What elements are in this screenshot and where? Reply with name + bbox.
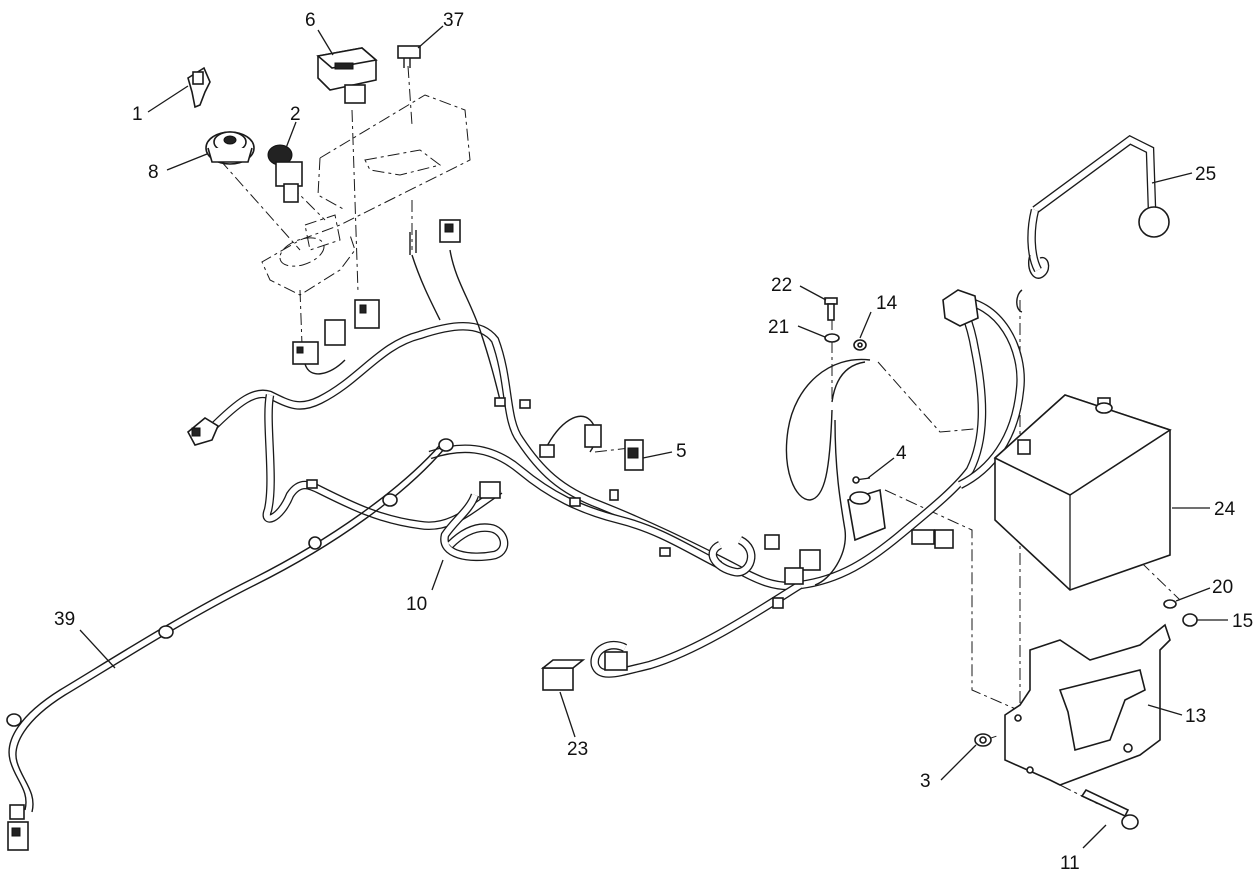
part-21-washer (824, 333, 840, 343)
part-4-screw (852, 476, 871, 484)
solenoid (847, 488, 886, 542)
callout-3: 3 (920, 771, 931, 792)
callout-1: 1 (132, 104, 143, 125)
harness-main-trunk (206, 291, 987, 591)
callout-22: 22 (771, 275, 792, 296)
callout-37: 37 (443, 10, 464, 31)
wire-solenoid (814, 419, 846, 586)
part-11-bolt (1080, 788, 1139, 830)
callout-8: 8 (148, 162, 159, 183)
callout-13: 13 (1185, 706, 1206, 727)
connector-near-solenoid (764, 529, 954, 585)
wire-upper-pair (411, 254, 441, 321)
callout-20: 20 (1212, 577, 1233, 598)
callout-11: 11 (1060, 853, 1080, 874)
callout-6: 6 (305, 10, 316, 31)
harness-loop-10 (440, 493, 509, 562)
part-13-battery-bracket (1004, 623, 1171, 786)
wire-upper-pair-2 (449, 249, 501, 401)
part-22-bolt (824, 297, 838, 321)
harness-upper-right-branch (954, 295, 1025, 489)
callout-10: 10 (406, 594, 427, 615)
wire-ground-14 (785, 358, 871, 501)
connector-upper-left (292, 299, 380, 375)
harness-connectors (7, 219, 979, 851)
part-23-relay (540, 659, 586, 691)
harness-39-wire (8, 444, 441, 811)
wire-ground-14b (831, 361, 866, 403)
harness-39-wire-b (15, 447, 446, 813)
part-20-washer (1163, 599, 1177, 609)
connector-left-end (186, 417, 220, 446)
harness-mid-branch (428, 444, 722, 569)
callout-23: 23 (567, 739, 588, 760)
part-15-nut (1182, 613, 1198, 627)
callout-5: 5 (676, 441, 687, 462)
part-1-key (187, 66, 211, 109)
callout-15: 15 (1232, 611, 1253, 632)
callout-2: 2 (290, 104, 301, 125)
connector-loop-10 (479, 481, 501, 499)
leader-lines (79, 25, 1228, 849)
part-25-hold-down-rod (1016, 134, 1170, 313)
connector-upper-pins (409, 219, 461, 255)
callout-labels: 1 2 3 4 5 6 8 10 11 13 14 15 20 21 22 23… (54, 10, 1253, 874)
connector-mid (539, 424, 602, 458)
part-2-push-button (267, 144, 303, 203)
grommets (6, 397, 784, 727)
part-24-battery (993, 394, 1172, 591)
connector-lower-23 (604, 651, 628, 671)
callout-14: 14 (876, 293, 898, 314)
callout-39: 39 (54, 609, 75, 630)
connector-top-right-boot (942, 289, 979, 327)
part-8-ignition-switch (205, 131, 255, 165)
part-37-connector (397, 45, 421, 68)
connector-39-end (7, 804, 29, 851)
part-5-connector (624, 439, 644, 471)
callout-24: 24 (1214, 499, 1236, 520)
callout-21: 21 (768, 317, 789, 338)
part-3-nut (974, 733, 992, 747)
callout-4: 4 (896, 443, 907, 464)
callout-25: 25 (1195, 164, 1216, 185)
harness-lower-branch (590, 536, 803, 678)
part-6-module (316, 47, 378, 104)
part-14-ring-terminal (853, 339, 867, 351)
